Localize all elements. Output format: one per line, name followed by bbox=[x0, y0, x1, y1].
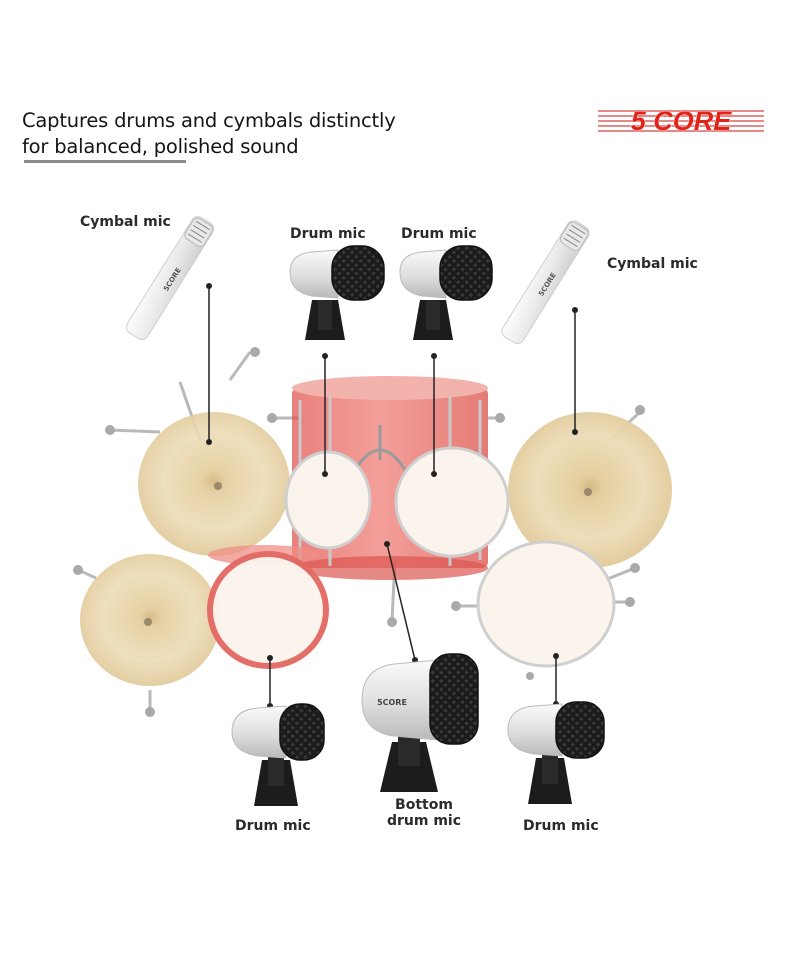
headline: Captures drums and cymbals distinctly fo… bbox=[22, 108, 396, 160]
floor-tom-right bbox=[476, 540, 616, 668]
pointer-dots bbox=[206, 283, 578, 709]
label-drum-mic-top-right: Drum mic bbox=[401, 226, 477, 242]
cymbal-left-hihat bbox=[80, 554, 220, 686]
drum-mic-top-left bbox=[289, 245, 385, 340]
headline-line-2: for balanced, polished sound bbox=[22, 135, 299, 158]
label-drum-mic-top-left: Drum mic bbox=[290, 226, 366, 242]
label-bottom-drum-mic-line-2: drum mic bbox=[386, 813, 462, 829]
cymbal-mic-right: 5CORE bbox=[501, 220, 590, 345]
label-bottom-drum-mic-line-1: Bottom bbox=[395, 797, 453, 813]
floor-tom-left bbox=[207, 545, 329, 669]
drum-mic-bottom-left bbox=[231, 703, 325, 806]
label-cymbal-mic-right: Cymbal mic bbox=[607, 256, 698, 272]
headline-line-1: Captures drums and cymbals distinctly bbox=[22, 109, 396, 132]
brand-logo-graphic: 5 CORE bbox=[598, 106, 764, 136]
tom-left bbox=[284, 450, 372, 550]
bottom-drum-mic-badge: 5CORE bbox=[377, 698, 407, 707]
drum-kit bbox=[73, 347, 672, 717]
drum-mic-bottom-right bbox=[507, 701, 605, 804]
brand-logo-text: 5 CORE bbox=[631, 106, 733, 136]
pointer-lines bbox=[208, 286, 576, 706]
cymbal-right-ride bbox=[508, 412, 672, 568]
cymbal-left-crash bbox=[138, 412, 290, 556]
bottom-drum-mic: 5CORE bbox=[361, 653, 479, 792]
label-cymbal-mic-left: Cymbal mic bbox=[80, 214, 171, 230]
headline-underline bbox=[24, 160, 186, 163]
drum-mic-top-right bbox=[399, 245, 493, 340]
tom-right bbox=[394, 446, 510, 558]
label-drum-mic-bottom-left: Drum mic bbox=[235, 818, 311, 834]
label-bottom-drum-mic: Bottom drum mic bbox=[374, 797, 474, 829]
cymbal-mic-left: 5CORE bbox=[125, 216, 215, 340]
label-drum-mic-bottom-right: Drum mic bbox=[523, 818, 599, 834]
brand-logo: 5 CORE bbox=[598, 104, 764, 138]
